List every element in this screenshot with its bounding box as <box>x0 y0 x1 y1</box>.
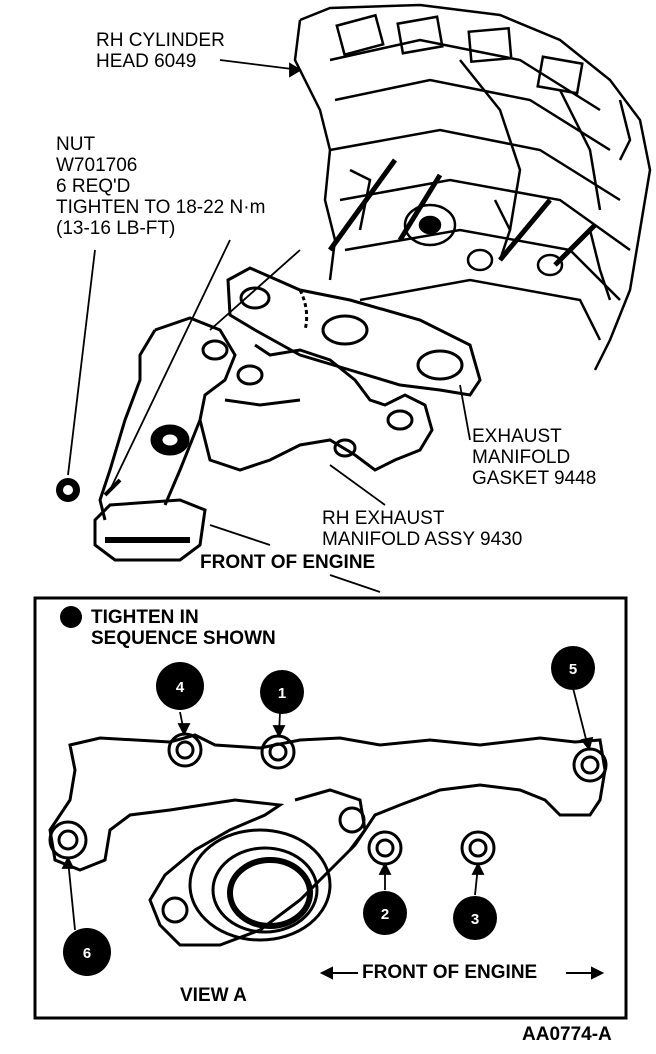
svg-text:2: 2 <box>381 906 389 923</box>
front-arrows <box>319 966 605 980</box>
svg-text:5: 5 <box>569 661 577 678</box>
sequence-callout-4: 4 <box>156 662 204 710</box>
exhaust-gasket-drawing <box>226 266 482 397</box>
nut-drawing <box>56 478 122 502</box>
sequence-callout-6: 6 <box>63 928 111 976</box>
svg-text:6: 6 <box>83 945 91 962</box>
leader-lines <box>67 59 471 593</box>
sequence-leaders <box>61 687 594 931</box>
front-of-engine-top: FRONT OF ENGINE <box>200 552 376 573</box>
view-a-title: VIEW A <box>180 985 247 1006</box>
view-a-front-label: FRONT OF ENGINE <box>362 962 538 983</box>
gasket-label: EXHAUST MANIFOLD GASKET 9448 <box>472 426 597 489</box>
cylinder-head-label: RH CYLINDER HEAD 6049 <box>96 30 225 72</box>
sequence-callout-2: 2 <box>363 891 407 935</box>
svg-text:1: 1 <box>278 685 286 702</box>
sequence-callout-3: 3 <box>453 896 497 940</box>
view-a-frame <box>33 596 628 1020</box>
exhaust-manifold-drawing <box>93 316 434 562</box>
sequence-callout-1: 1 <box>260 670 304 714</box>
svg-text:4: 4 <box>176 679 185 696</box>
figure-id: AA0774-A <box>522 1024 612 1045</box>
manifold-label: RH EXHAUST MANIFOLD ASSY 9430 <box>322 508 523 550</box>
view-a-legend: TIGHTEN IN SEQUENCE SHOWN <box>91 607 276 649</box>
svg-text:3: 3 <box>471 911 479 928</box>
sequence-callout-5: 5 <box>551 646 595 690</box>
sequence-callouts: 4 1 5 6 2 3 <box>63 646 595 976</box>
manifold-studs <box>327 158 597 267</box>
nut-label: NUT W701706 6 REQ'D TIGHTEN TO 18-22 N·m… <box>56 134 266 239</box>
legend-bullet <box>60 606 82 628</box>
cylinder-head-drawing <box>293 3 652 371</box>
view-a-manifold <box>48 732 608 947</box>
